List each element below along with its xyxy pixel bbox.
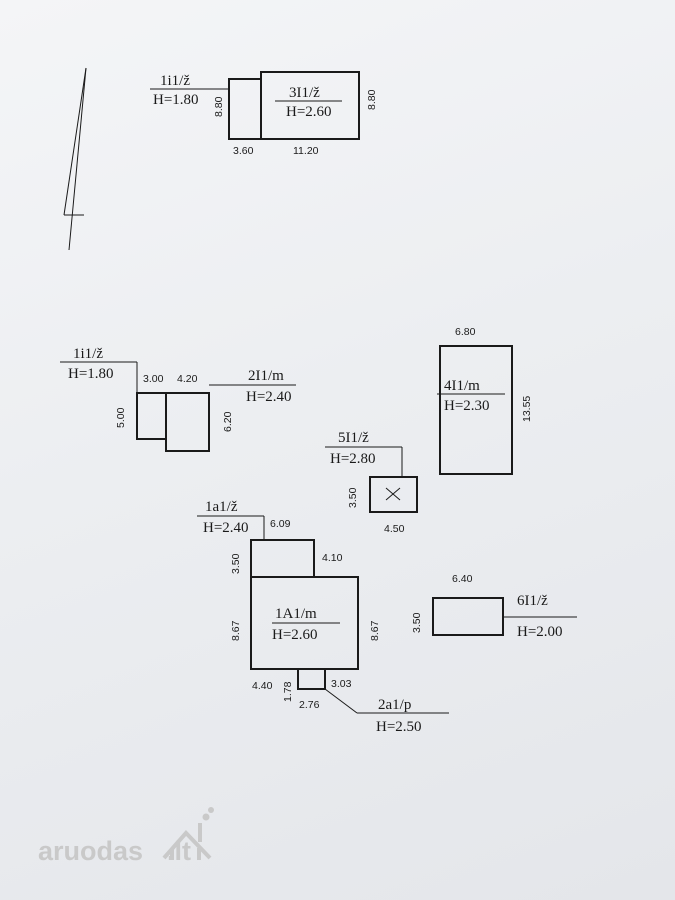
building-2I1m-shape (165, 392, 210, 452)
watermark-tld: .lt (167, 836, 191, 866)
height-4I1m: H=2.30 (444, 398, 490, 414)
dim-1i1z-top-b: 4.20 (177, 373, 198, 385)
label-5I1z: 5I1/ž (338, 430, 369, 446)
label-6I1z: 6I1/ž (517, 593, 548, 609)
building-1i1z-mid-shape (136, 392, 167, 440)
north-arrow-icon (63, 67, 87, 251)
building-3I1z-shape (260, 71, 360, 140)
building-5I1z: 5I1/ž H=2.80 3.50 4.50 (325, 430, 418, 535)
dim-1A1m-bottom-right: 3.03 (331, 678, 352, 690)
dim-1A1m-right: 8.67 (369, 620, 381, 641)
building-1i1z-top-shape (228, 78, 262, 140)
building-2a1p-shape (297, 668, 326, 690)
label-1i1z-mid: 1i1/ž (73, 346, 103, 362)
dim-3I1z-bottom-b: 11.20 (293, 145, 319, 157)
building-6I1z: 6I1/ž H=2.00 6.40 3.50 (411, 573, 577, 640)
dim-6I1z-top: 6.40 (452, 573, 473, 585)
dim-3I1z-bottom-a: 3.60 (233, 145, 254, 157)
dim-1A1m-left: 8.67 (230, 620, 242, 641)
label-2a1p: 2a1/p (378, 697, 411, 713)
height-6I1z: H=2.00 (517, 624, 563, 640)
dim-1a1z-right: 4.10 (322, 552, 343, 564)
dim-5I1z-left: 3.50 (347, 487, 359, 508)
building-6I1z-shape (432, 597, 504, 636)
aruodas-watermark: aruodas .lt (38, 807, 214, 866)
dim-3I1z-left: 8.80 (213, 96, 225, 117)
label-3I1z: 3I1/ž (289, 85, 320, 101)
building-1A1m: 1a1/ž H=2.40 6.09 3.50 4.10 1A1/m H=2.60… (197, 499, 449, 735)
building-1a1z-shape (250, 539, 315, 578)
building-5I1z-shape (369, 476, 418, 513)
height-2a1p: H=2.50 (376, 719, 422, 735)
dim-6I1z-left: 3.50 (411, 612, 423, 633)
height-1A1m: H=2.60 (272, 627, 318, 643)
label-1a1z: 1a1/ž (205, 499, 238, 515)
height-1a1z: H=2.40 (203, 520, 249, 536)
height-1i1z-mid: H=1.80 (68, 366, 114, 382)
label-4I1m: 4I1/m (444, 378, 480, 394)
building-4I1m-shape (439, 345, 513, 475)
dim-2I1m-right: 6.20 (222, 411, 234, 432)
height-1i1z-top: H=1.80 (153, 92, 199, 108)
dim-1A1m-bottom-left: 4.40 (252, 680, 273, 692)
dim-4I1m-right: 13.55 (521, 396, 533, 422)
dim-1a1z-top: 6.09 (270, 518, 291, 530)
building-2I1m: 1i1/ž H=1.80 3.00 4.20 5.00 6.20 2I1/m H… (60, 346, 296, 452)
label-1A1m: 1A1/m (275, 606, 317, 622)
label-2I1m: 2I1/m (248, 368, 284, 384)
dim-4I1m-top: 6.80 (455, 326, 476, 338)
label-1i1z-top: 1i1/ž (160, 73, 190, 89)
building-3I1z: 1i1/ž H=1.80 3I1/ž H=2.60 8.80 8.80 3.60… (150, 71, 378, 157)
height-3I1z: H=2.60 (286, 104, 332, 120)
dim-1i1z-left: 5.00 (115, 407, 127, 428)
dim-3I1z-right: 8.80 (366, 89, 378, 110)
height-5I1z: H=2.80 (330, 451, 376, 467)
dim-1a1z-left: 3.50 (230, 553, 242, 574)
watermark-text: aruodas (38, 836, 143, 866)
dim-5I1z-bottom: 4.50 (384, 523, 405, 535)
dim-2a1p-bottom: 2.76 (299, 699, 320, 711)
height-2I1m: H=2.40 (246, 389, 292, 405)
dim-1i1z-top-a: 3.00 (143, 373, 164, 385)
house-logo-icon (162, 807, 214, 860)
building-4I1m: 4I1/m H=2.30 6.80 13.55 (437, 326, 533, 475)
dim-2a1p-left: 1.78 (282, 681, 294, 702)
